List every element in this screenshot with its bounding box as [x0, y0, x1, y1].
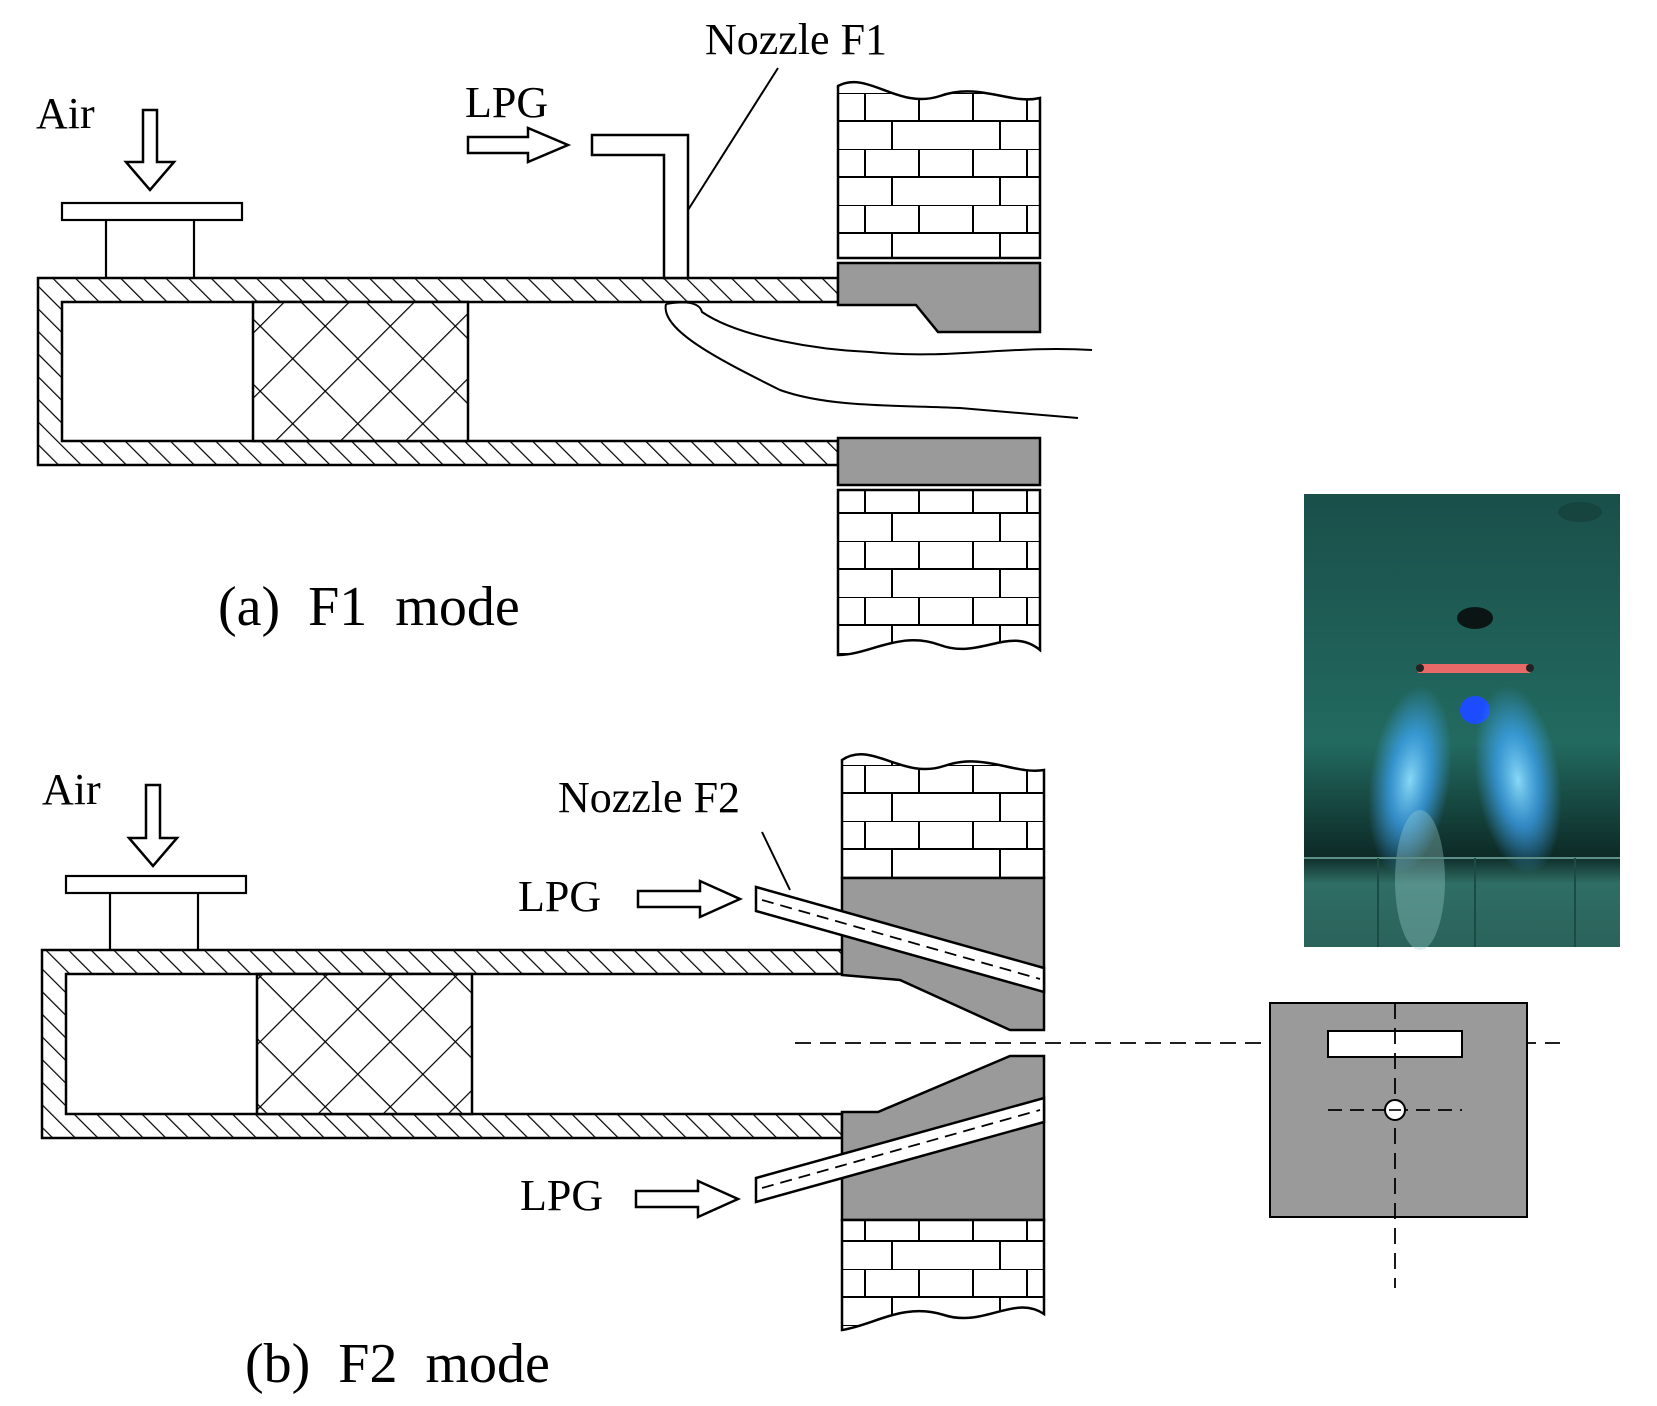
panel-b: Air Nozzle F2 LPG LPG: [40, 753, 1560, 1395]
furnace-wall-bottom-b: [840, 1218, 1046, 1332]
air-label-a: Air: [36, 89, 95, 138]
panel-a: Air LPG Nozzle F1 (a) F1 mode: [36, 15, 1093, 657]
outlet-front-view: [1269, 1002, 1528, 1288]
furnace-wall-top-a: [836, 80, 1042, 260]
inlet-plate-b: [64, 874, 248, 895]
lpg-arrow-a: [466, 126, 572, 164]
mesh-section-a: [251, 300, 470, 443]
mesh-section-b: [255, 972, 474, 1116]
refractory-block-top-a: [836, 261, 1042, 334]
lpg-label-b-top: LPG: [518, 872, 601, 921]
air-arrow-a: [123, 108, 177, 192]
nozzle-f1: [590, 133, 690, 280]
glowing-rod: [1418, 664, 1530, 673]
flame-right: [1474, 685, 1562, 875]
lpg-arrow-b-top: [636, 879, 744, 919]
jet-curve-a: [665, 301, 1093, 356]
flame-photo: [1304, 494, 1620, 950]
lpg-arrow-b-bottom: [634, 1179, 742, 1219]
refractory-block-bottom-a: [836, 436, 1042, 487]
caption-b: (b) F2 mode: [245, 1333, 550, 1395]
nozzle-label-b: Nozzle F2: [558, 773, 740, 822]
lpg-label-a: LPG: [465, 78, 548, 127]
nozzle-label-a: Nozzle F1: [705, 15, 887, 64]
inlet-plate-a: [60, 201, 244, 222]
furnace-wall-top-b: [840, 753, 1046, 880]
furnace-wall-bottom-a: [836, 488, 1042, 657]
flame-left: [1368, 685, 1452, 875]
caption-a: (a) F1 mode: [218, 576, 520, 638]
air-label-b: Air: [42, 765, 101, 814]
lpg-label-b-bottom: LPG: [520, 1171, 603, 1220]
air-arrow-b: [126, 783, 180, 868]
